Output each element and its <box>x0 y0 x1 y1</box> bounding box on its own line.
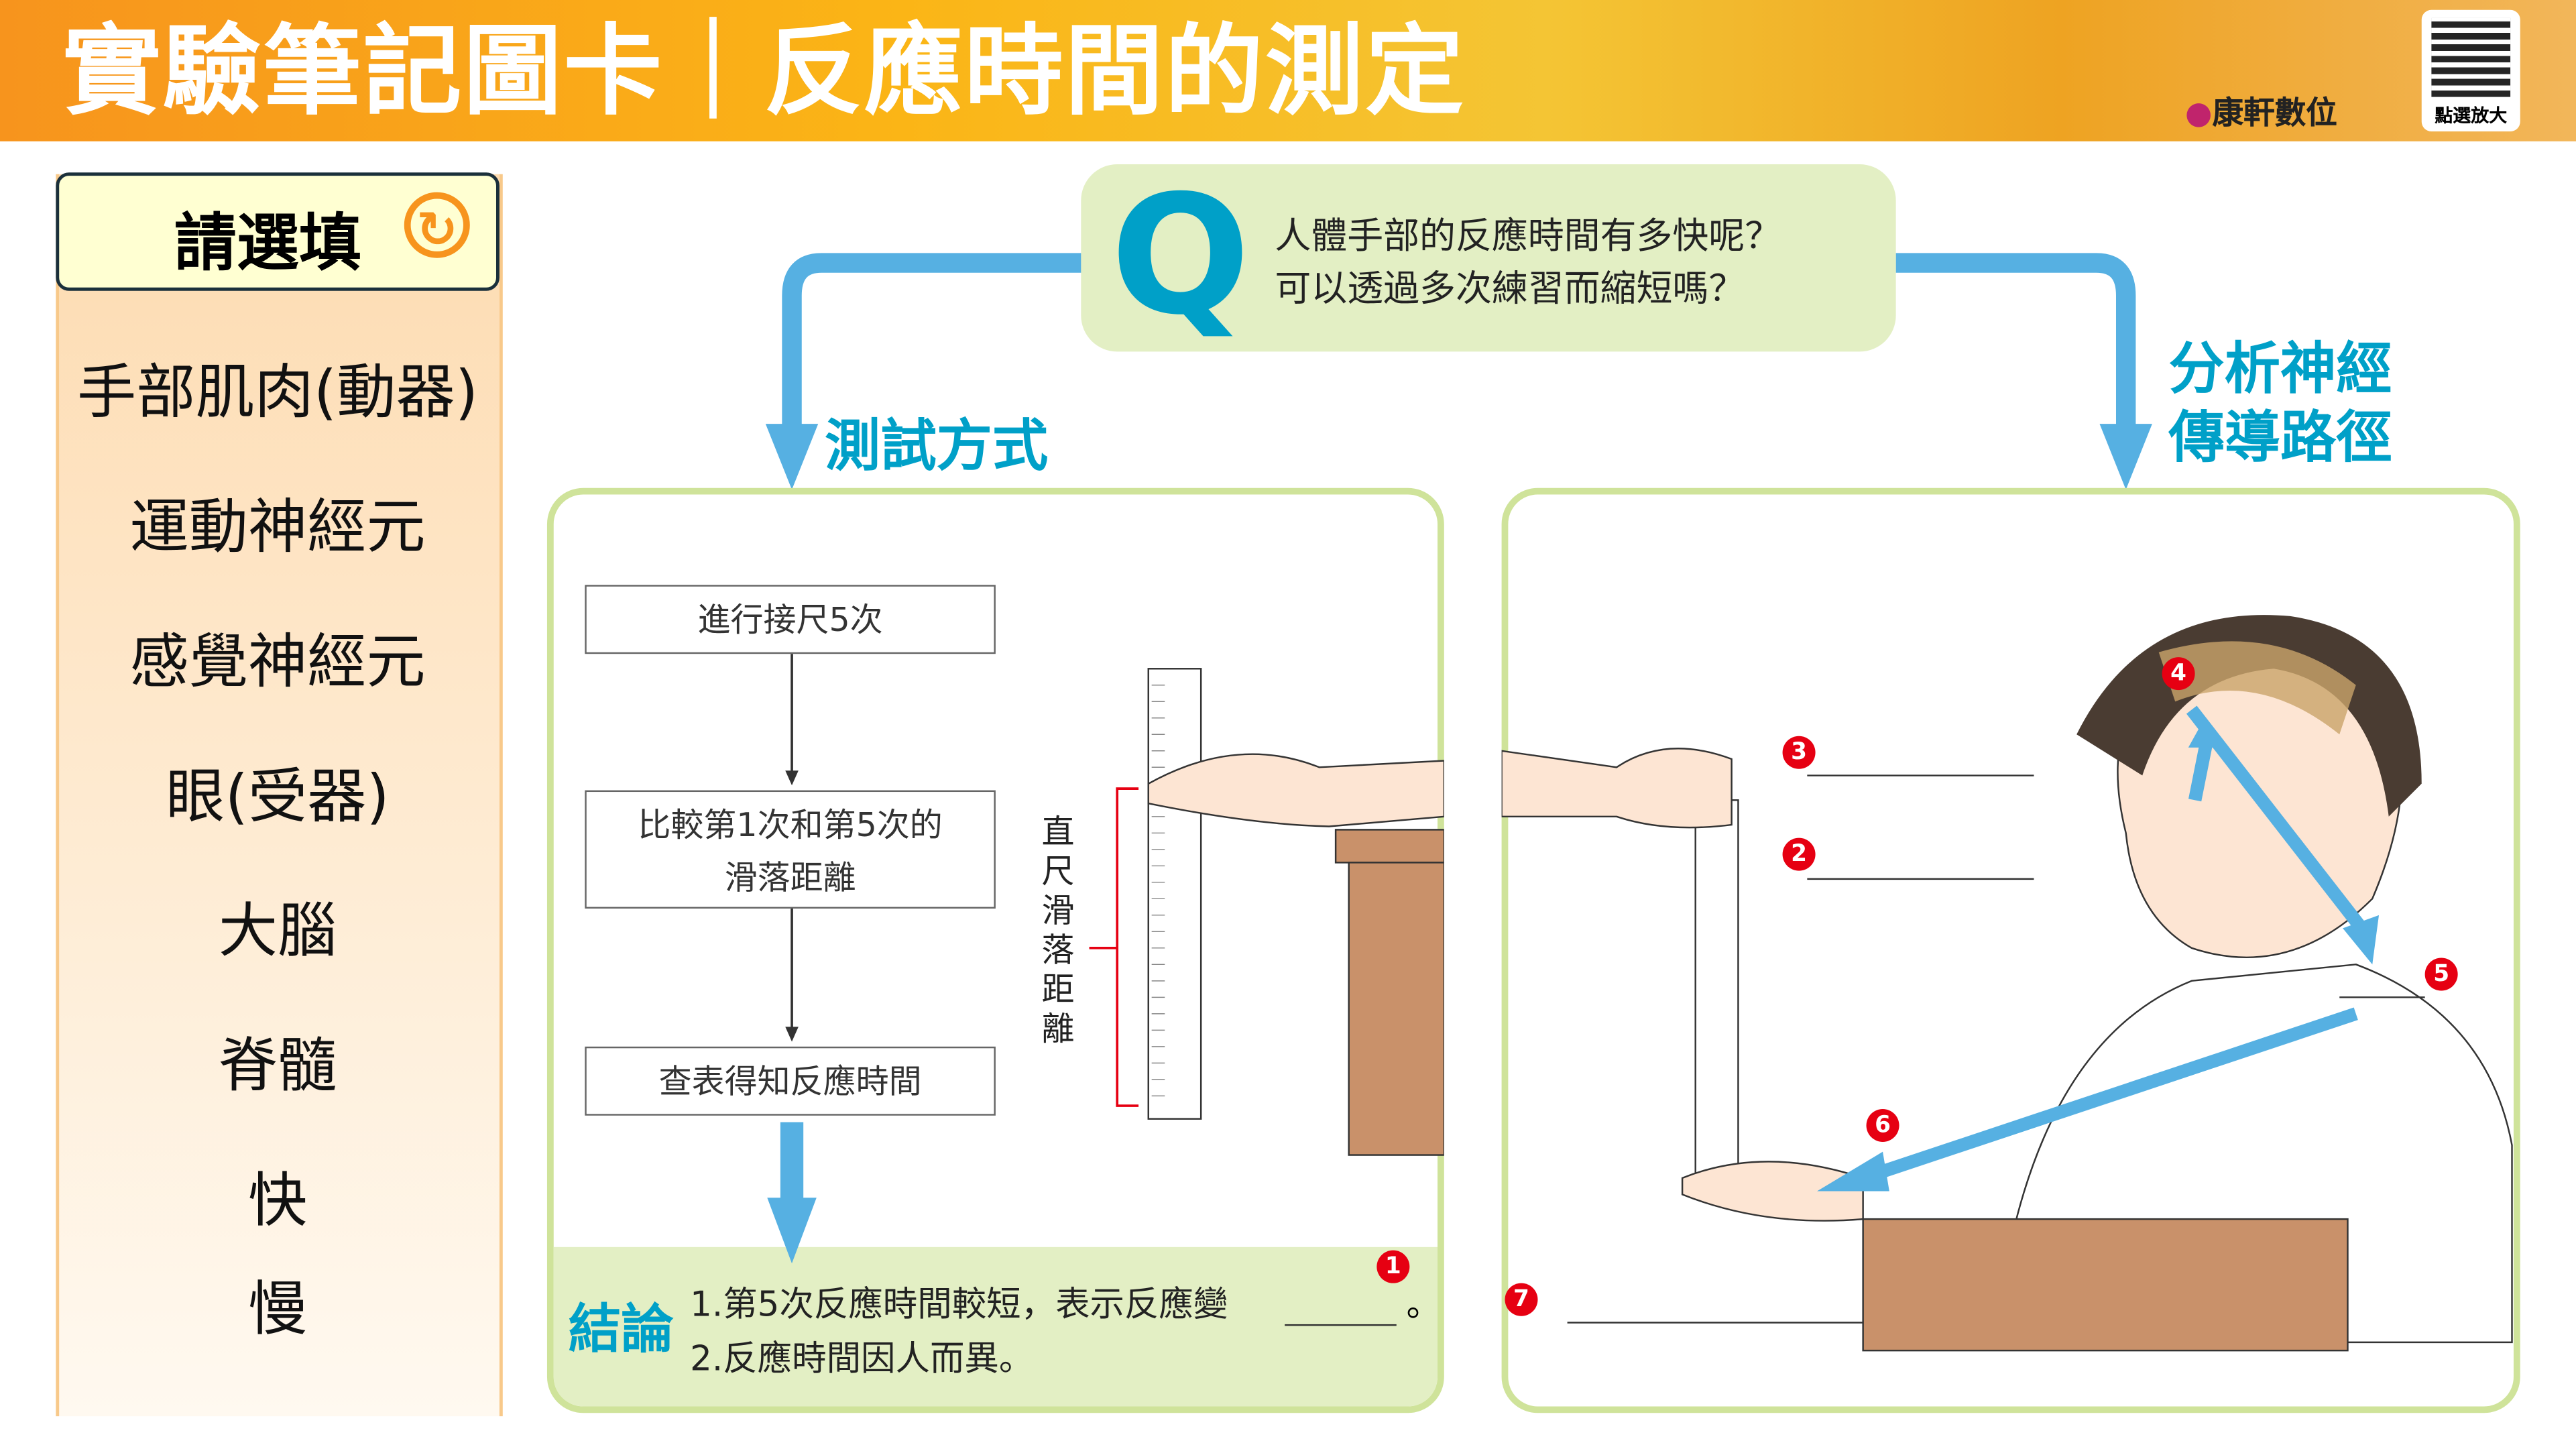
qr-code-button[interactable]: 點選放大 <box>2421 9 2520 132</box>
options-title-box: 請選填 ↻ <box>56 172 500 291</box>
option-item[interactable]: 大腦 <box>218 899 337 966</box>
ruler-distance-label: 直尺滑落距離 <box>1041 811 1075 1049</box>
qr-code-icon <box>2431 17 2511 97</box>
flow-step: 查表得知反應時間 <box>585 1046 996 1116</box>
question-mark: Q <box>1110 159 1250 352</box>
options-title: 請選填 <box>174 207 362 280</box>
question-box: Q 人體手部的反應時間有多快呢？ 可以透過多次練習而縮短嗎？ <box>1081 160 1896 351</box>
pathway-label-line: 分析神經 <box>2168 337 2392 403</box>
option-item[interactable]: 手部肌肉(動器) <box>77 359 479 428</box>
pathway-number: 3 <box>1782 736 1816 769</box>
pathway-number: 2 <box>1782 837 1816 871</box>
test-method-label: 測試方式 <box>825 414 1049 480</box>
pathway-number: 5 <box>2424 958 2458 991</box>
brand-logo: ●康軒數位 <box>2184 95 2337 132</box>
conclusion-area <box>553 1247 1438 1407</box>
flow-step: 進行接尺5次 <box>585 585 996 654</box>
pathway-number: 6 <box>1866 1108 1899 1142</box>
header-banner: 實驗筆記圖卡｜反應時間的測定 ●康軒數位 點選放大 <box>0 0 2576 141</box>
conclusion-label: 結論 <box>568 1297 674 1360</box>
option-item[interactable]: 快 <box>247 1168 308 1236</box>
option-item[interactable]: 運動神經元 <box>129 494 426 563</box>
pathway-label: 分析神經 傳導路徑 <box>2168 335 2392 473</box>
option-item[interactable]: 慢 <box>247 1276 308 1344</box>
brand-icon: ● <box>2184 95 2213 132</box>
option-item[interactable]: 脊髓 <box>218 1033 337 1101</box>
pathway-number: 4 <box>2162 657 2195 691</box>
option-item[interactable]: 感覺神經元 <box>129 629 426 697</box>
conclusion-line-2: 2.反應時間因人而異。 <box>690 1338 1034 1379</box>
question-line: 人體手部的反應時間有多快呢？ <box>1275 217 1781 258</box>
option-item[interactable]: 眼(受器) <box>166 764 390 831</box>
ruler-illustration <box>767 654 1444 1264</box>
pathway-label-line: 傳導路徑 <box>2168 406 2392 472</box>
conclusion-line-1: 1.第5次反應時間較短，表示反應變 <box>690 1285 1228 1324</box>
girl-illustration <box>1501 615 2513 1352</box>
conclusion-period: 。 <box>1406 1285 1441 1324</box>
question-line: 可以透過多次練習而縮短嗎？ <box>1275 269 1745 311</box>
options-panel <box>56 174 503 1417</box>
page-title: 實驗筆記圖卡｜反應時間的測定 <box>62 15 1466 130</box>
answer-blank-1[interactable] <box>1285 1288 1397 1326</box>
qr-label: 點選放大 <box>2435 105 2508 127</box>
flow-step: 比較第1次和第5次的 滑落距離 <box>585 790 996 909</box>
refresh-icon[interactable]: ↻ <box>404 192 470 259</box>
pathway-number: 7 <box>1505 1283 1538 1316</box>
blank-number-1: 1 <box>1377 1250 1410 1283</box>
